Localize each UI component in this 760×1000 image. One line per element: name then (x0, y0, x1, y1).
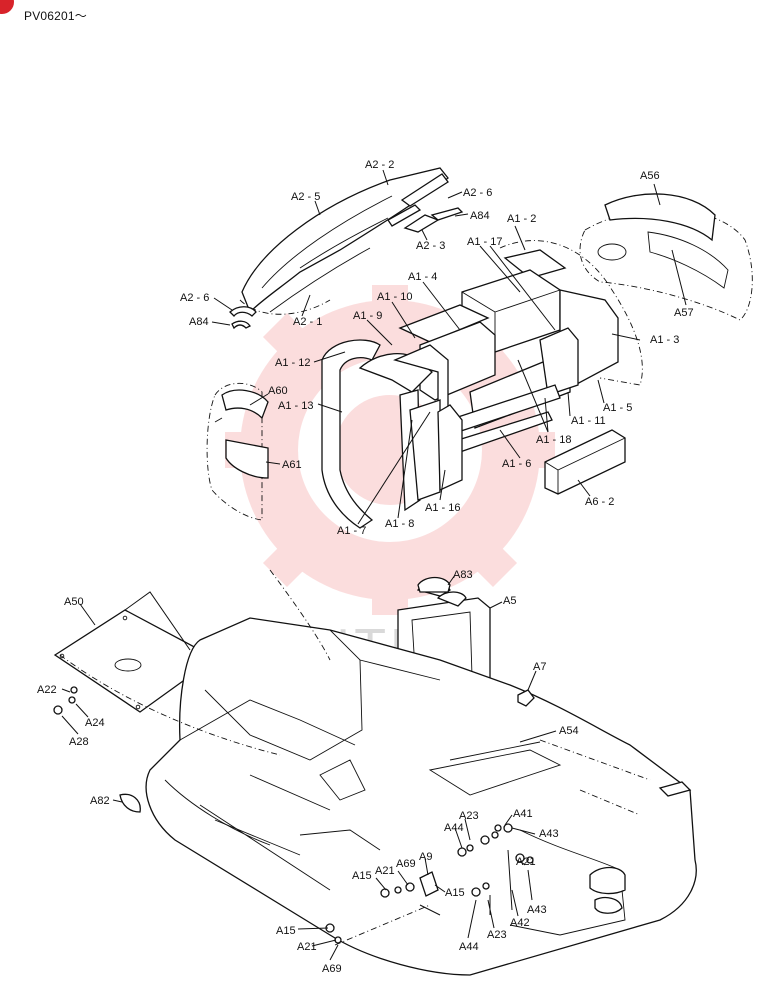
label-a21-right: A21 (516, 856, 536, 868)
label-a1-16: A1 - 16 (425, 502, 460, 514)
label-a42: A42 (510, 917, 530, 929)
label-a1-9: A1 - 9 (353, 310, 382, 322)
serial-range: PV06201～ (24, 9, 87, 23)
label-a43-top: A43 (539, 828, 559, 840)
label-a15-left: A15 (352, 870, 372, 882)
label-a1-8: A1 - 8 (385, 518, 414, 530)
label-a7: A7 (533, 661, 546, 673)
label-a22: A22 (37, 684, 57, 696)
label-a1-12: A1 - 12 (275, 357, 310, 369)
label-a1-5: A1 - 5 (603, 402, 632, 414)
label-a61: A61 (282, 459, 302, 471)
label-a15-mid: A15 (445, 887, 465, 899)
label-a2-6-top: A2 - 6 (463, 187, 492, 199)
label-a43-right: A43 (527, 904, 547, 916)
label-a1-11: A1 - 11 (571, 415, 606, 427)
label-a1-4: A1 - 4 (408, 271, 437, 283)
label-a1-7: A1 - 7 (337, 525, 366, 537)
label-a2-1: A2 - 1 (293, 316, 322, 328)
label-a1-3: A1 - 3 (650, 334, 679, 346)
label-a44-bottom: A44 (459, 941, 479, 953)
label-a84-left: A84 (189, 316, 209, 328)
label-a9: A9 (419, 851, 432, 863)
side-cover-a56-a57 (579, 193, 753, 321)
label-a2-3: A2 - 3 (416, 240, 445, 252)
label-a28: A28 (69, 736, 89, 748)
label-a83: A83 (453, 569, 473, 581)
label-a23-top: A23 (459, 810, 479, 822)
label-a44-top: A44 (444, 822, 464, 834)
label-a57: A57 (674, 307, 694, 319)
label-a2-5: A2 - 5 (291, 191, 320, 203)
label-a69-bottom: A69 (322, 963, 342, 975)
label-a54: A54 (559, 725, 579, 737)
label-a24: A24 (85, 717, 105, 729)
label-a2-2: A2 - 2 (365, 159, 394, 171)
label-a1-6: A1 - 6 (502, 458, 531, 470)
label-a84-top: A84 (470, 210, 490, 222)
label-a23-bottom: A23 (487, 929, 507, 941)
leader-lines (61, 169, 687, 961)
label-a82: A82 (90, 795, 110, 807)
canopy-trim-a2 (229, 167, 464, 330)
label-a41: A41 (513, 808, 533, 820)
label-a5: A5 (503, 595, 516, 607)
floor-frame (59, 569, 697, 976)
part-labels: A2 - 2 A2 - 5 A2 - 6 A84 A2 - 3 A2 - 6 A… (37, 159, 694, 975)
label-a69-mid: A69 (396, 858, 416, 870)
label-a2-6-left: A2 - 6 (180, 292, 209, 304)
label-a21-bottom: A21 (297, 941, 317, 953)
label-a1-18: A1 - 18 (536, 434, 571, 446)
label-a1-2: A1 - 2 (507, 213, 536, 225)
label-a1-10: A1 - 10 (377, 291, 412, 303)
label-a6-2: A6 - 2 (585, 496, 614, 508)
label-a21-mid: A21 (375, 865, 395, 877)
label-a56: A56 (640, 170, 660, 182)
label-a15-bottom: A15 (276, 925, 296, 937)
label-a60: A60 (268, 385, 288, 397)
side-pad-a60-a61 (206, 382, 269, 521)
label-a1-17: A1 - 17 (467, 236, 502, 248)
label-a50: A50 (64, 596, 84, 608)
seat-cushion-a1 (321, 240, 643, 529)
small-parts (53, 576, 535, 946)
label-a1-13: A1 - 13 (278, 400, 313, 412)
